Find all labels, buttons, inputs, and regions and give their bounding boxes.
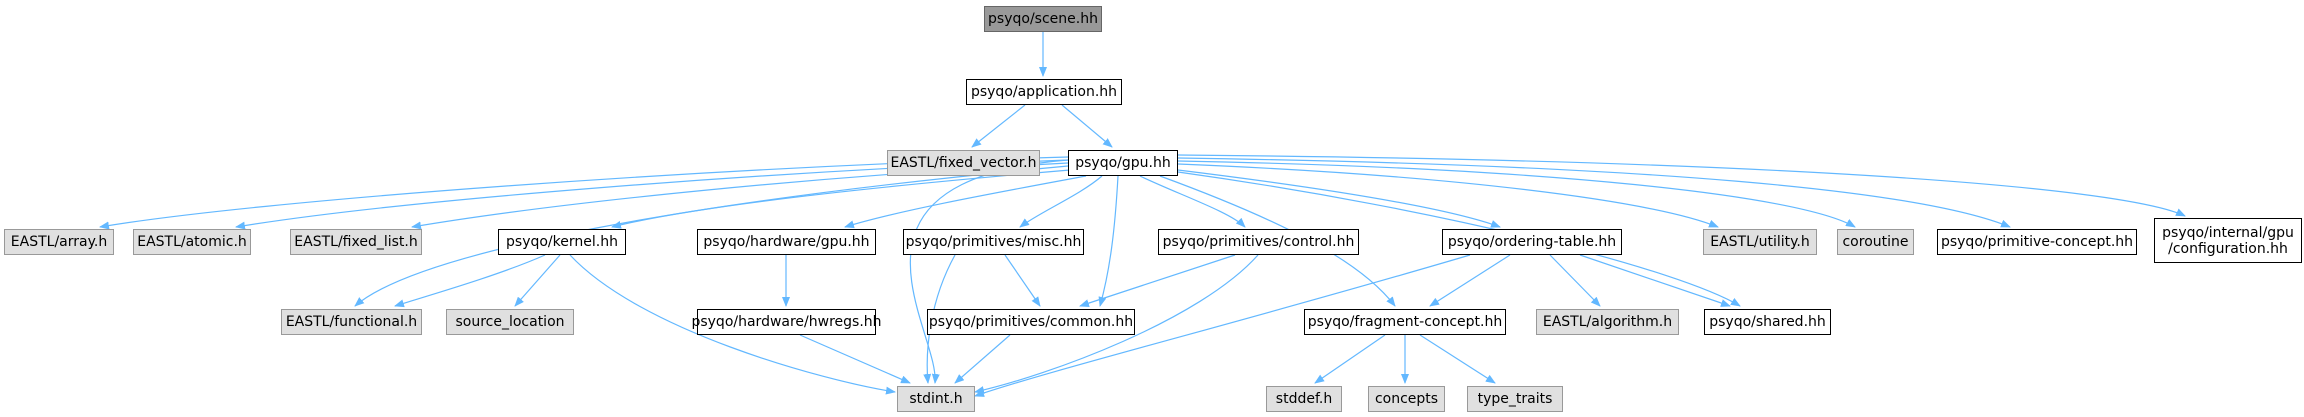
edge-gpu-ordering [1177,169,1501,228]
node-psyqo-ordering-table[interactable]: psyqo/ordering-table.hh [1442,229,1622,255]
node-type-traits: type_traits [1467,386,1563,412]
node-psyqo-shared[interactable]: psyqo/shared.hh [1704,309,1831,335]
edge-ordering-shared [1579,254,1731,307]
node-psyqo-kernel[interactable]: psyqo/kernel.hh [498,229,626,255]
edge-ordering-frag-concept [1429,254,1511,307]
node-psyqo-primitives-control[interactable]: psyqo/primitives/control.hh [1158,229,1359,255]
edge-frag-concept-stddef [1314,334,1386,384]
node-psyqo-gpu[interactable]: psyqo/gpu.hh [1068,150,1178,176]
edge-gpu-control [1139,175,1246,228]
node-source-location: source_location [446,309,574,335]
node-psyqo-hardware-gpu[interactable]: psyqo/hardware/gpu.hh [697,229,876,255]
edge-application-fixed-vector [971,104,1026,148]
edge-misc-common [1004,254,1041,307]
node-eastl-atomic: EASTL/atomic.h [133,229,251,255]
edge-gpu-gpu-config [1177,154,2186,217]
edge-gpu-functional [354,165,1069,307]
edge-control-common [1079,254,1236,307]
edge-gpu-coroutine [1177,160,1856,228]
edge-frag-concept-type-traits [1419,334,1496,384]
edge-gpu-common [1098,175,1119,307]
edge-gpu-misc [1019,175,1103,228]
node-psyqo-application[interactable]: psyqo/application.hh [966,79,1122,105]
edge-gpu-utility [1177,163,1719,228]
edge-kernel-stdint [569,254,896,395]
node-psyqo-primitive-concept[interactable]: psyqo/primitive-concept.hh [1937,229,2137,255]
node-eastl-fixed-vector: EASTL/fixed_vector.h [887,150,1040,176]
node-stdint: stdint.h [897,386,975,412]
node-psyqo-scene: psyqo/scene.hh [984,6,1102,32]
edge-hwregs-stdint [799,334,911,384]
edge-ordering-stdint [974,254,1471,397]
node-stddef: stddef.h [1266,386,1342,412]
node-eastl-functional: EASTL/functional.h [281,309,422,335]
edge-gpu-stdint [909,159,1069,384]
node-psyqo-primitives-misc[interactable]: psyqo/primitives/misc.hh [903,229,1084,255]
edge-common-stdint [954,334,1011,384]
node-psyqo-primitives-common[interactable]: psyqo/primitives/common.hh [927,309,1135,335]
node-psyqo-internal-gpu-configuration[interactable]: psyqo/internal/gpu /configuration.hh [2154,218,2302,263]
edge-kernel-source-location [514,254,561,307]
edge-ordering-algorithm [1549,254,1601,307]
node-eastl-fixed-list: EASTL/fixed_list.h [290,229,422,255]
edge-control-stdint [974,254,1259,394]
node-eastl-array: EASTL/array.h [4,229,114,255]
node-psyqo-fragment-concept[interactable]: psyqo/fragment-concept.hh [1304,309,1506,335]
edge-kernel-functional [394,254,546,308]
edge-application-gpu [1061,104,1113,148]
node-psyqo-hardware-hwregs[interactable]: psyqo/hardware/hwregs.hh [691,309,882,335]
node-concepts: concepts [1368,386,1445,412]
node-eastl-algorithm: EASTL/algorithm.h [1536,309,1679,335]
edge-gpu-hw-gpu [844,175,1087,229]
node-eastl-utility: EASTL/utility.h [1703,229,1817,255]
edge-gpu-prim-concept [1177,157,2011,228]
node-coroutine: coroutine [1837,229,1914,255]
